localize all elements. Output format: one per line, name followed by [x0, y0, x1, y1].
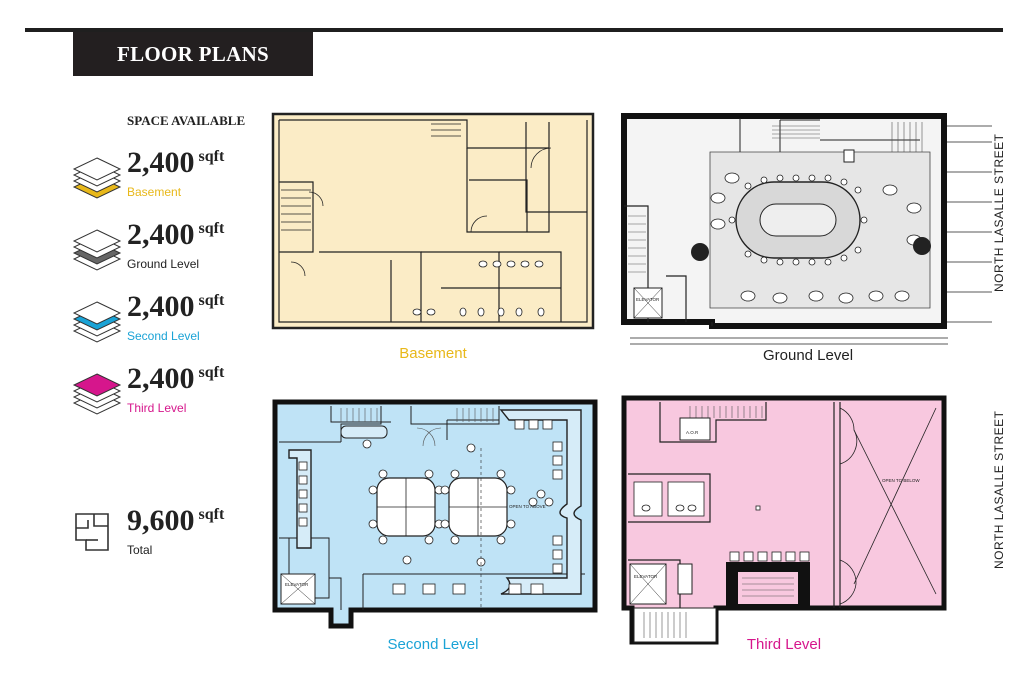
third-room-label: A.O.R: [686, 430, 699, 435]
second-open-label: OPEN TO ABOVE: [509, 504, 546, 509]
stat-value: 2,400: [127, 362, 195, 395]
stat-unit: sqft: [198, 148, 225, 165]
stat-value: 2,400: [127, 146, 195, 179]
ground-caption: Ground Level: [762, 347, 854, 364]
basement-floorplan: [271, 112, 595, 330]
top-rule: [25, 28, 1003, 32]
stat-label: Third Level: [127, 401, 187, 415]
stat-unit: sqft: [198, 506, 225, 523]
ground-elevator-label: ELEVATOR: [636, 297, 660, 302]
stat-value: 2,400: [127, 290, 195, 323]
street-label-top: NORTH LASALLE STREET: [992, 133, 1006, 293]
stat-unit: sqft: [198, 220, 225, 237]
stat-value: 2,400: [127, 218, 195, 251]
stat-unit: sqft: [198, 292, 225, 309]
page-title: FLOOR PLANS: [73, 32, 313, 76]
stat-label: Total: [127, 543, 153, 557]
third-open-label: OPEN TO BELOW: [882, 478, 920, 483]
layers-second-icon: [72, 301, 122, 343]
stat-unit: sqft: [198, 364, 225, 381]
stat-label: Ground Level: [127, 257, 200, 271]
basement-caption: Basement: [399, 345, 467, 362]
third-caption: Third Level: [746, 636, 822, 653]
layers-basement-icon: [72, 157, 122, 199]
floorplan-outline-icon: [75, 513, 109, 551]
ground-floorplan: ELEVATOR: [621, 113, 992, 345]
stat-label: Basement: [127, 185, 182, 199]
second-caption: Second Level: [387, 636, 479, 653]
layers-third-icon: [72, 373, 122, 415]
third-elevator-label: ELEVATOR: [634, 574, 658, 579]
second-elevator-label: ELEVATOR: [285, 582, 309, 587]
second-floorplan: OPEN TO ABOVE ELEVATOR: [272, 399, 598, 629]
stat-value: 9,600: [127, 504, 195, 537]
stat-label: Second Level: [127, 329, 200, 343]
third-floorplan: A.O.R OPEN TO BELOW ELEVATOR: [621, 395, 947, 645]
street-label-bottom: NORTH LASALLE STREET: [992, 410, 1006, 570]
layers-ground-icon: [72, 229, 122, 271]
space-available-heading: SPACE AVAILABLE: [127, 113, 246, 128]
